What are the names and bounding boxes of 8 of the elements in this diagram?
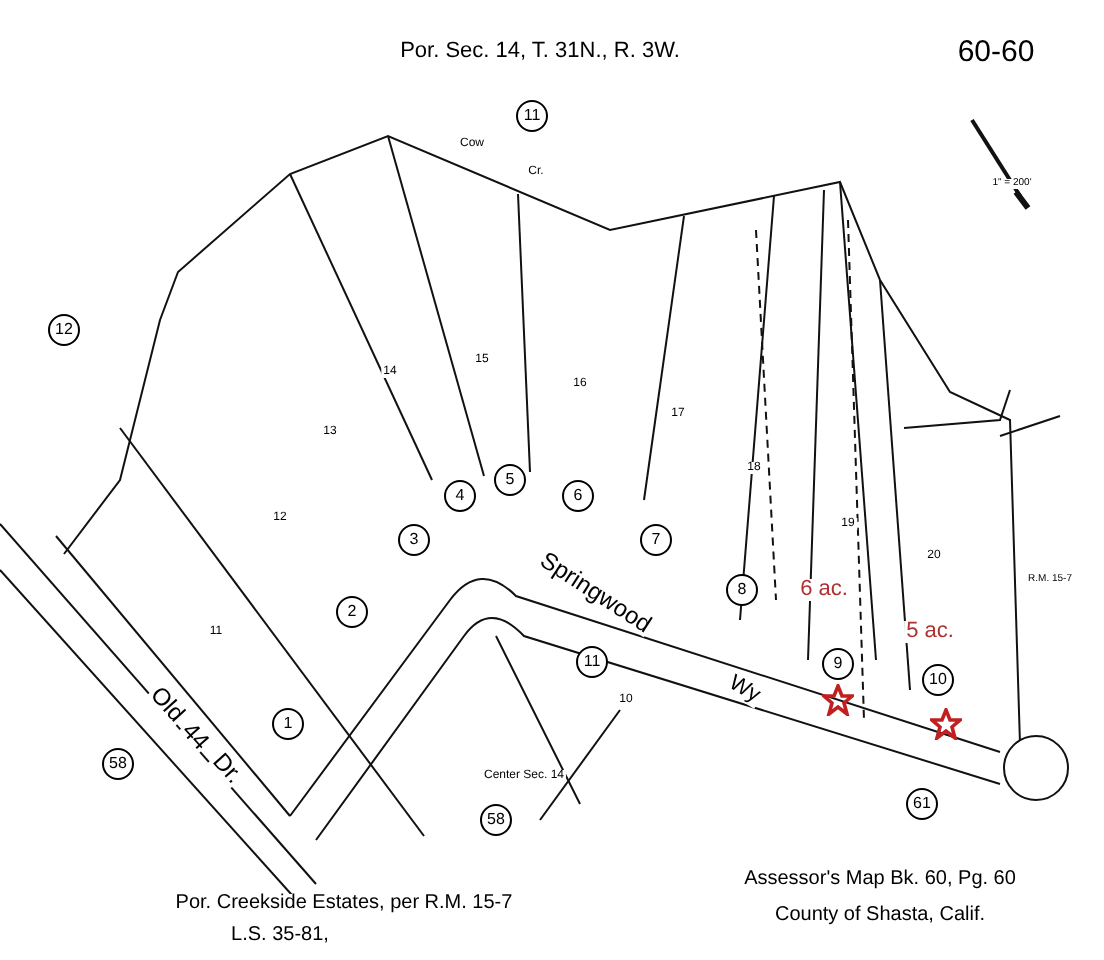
map-heading: Por. Sec. 14, T. 31N., R. 3W. [398, 41, 682, 63]
map-note: Por. Creekside Estates, per R.M. 15-7 [173, 894, 515, 914]
map-note: L.S. 35-81, [229, 926, 331, 946]
acreage-label: 5 ac. [904, 621, 956, 643]
acreage-label: 6 ac. [798, 579, 850, 601]
map-note: Assessor's Map Bk. 60, Pg. 60 [742, 870, 1018, 890]
map-number: 60-60 [955, 37, 1037, 67]
map-note: County of Shasta, Calif. [772, 906, 988, 926]
